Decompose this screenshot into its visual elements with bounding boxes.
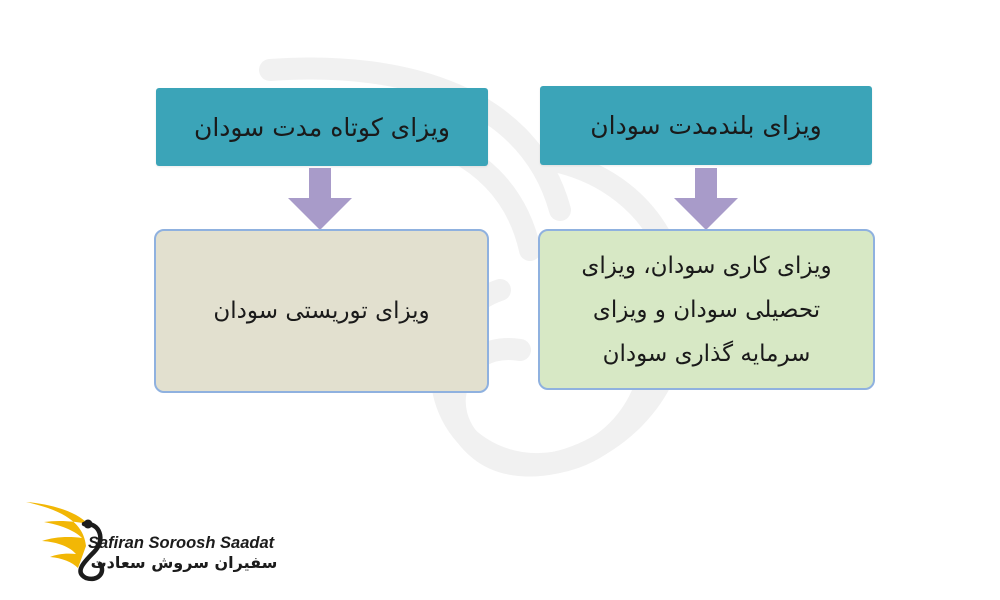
long-term-down-arrow: [674, 168, 738, 230]
logo-name-english: Safiran Soroosh Saadat: [88, 534, 275, 552]
long-term-visa-types: ویزای کاری سودان، ویزای تحصیلی سودان و و…: [538, 229, 875, 390]
logo-name-persian: سفیران سروش سعادت: [90, 553, 278, 572]
long-term-visa-title: ویزای بلندمدت سودان: [590, 111, 822, 140]
safiran-logo-mark: [26, 502, 105, 582]
short-term-visa-types-text: ویزای توریستی سودان: [213, 298, 430, 324]
short-term-visa-header: ویزای کوتاه مدت سودان: [156, 88, 488, 166]
long-term-visa-types-text: ویزای کاری سودان، ویزای تحصیلی سودان و و…: [581, 252, 832, 367]
short-term-visa-types: ویزای توریستی سودان: [154, 229, 489, 393]
long-term-visa-header: ویزای بلندمدت سودان: [540, 86, 872, 165]
short-term-down-arrow: [288, 168, 352, 230]
short-term-visa-title: ویزای کوتاه مدت سودان: [193, 112, 451, 142]
